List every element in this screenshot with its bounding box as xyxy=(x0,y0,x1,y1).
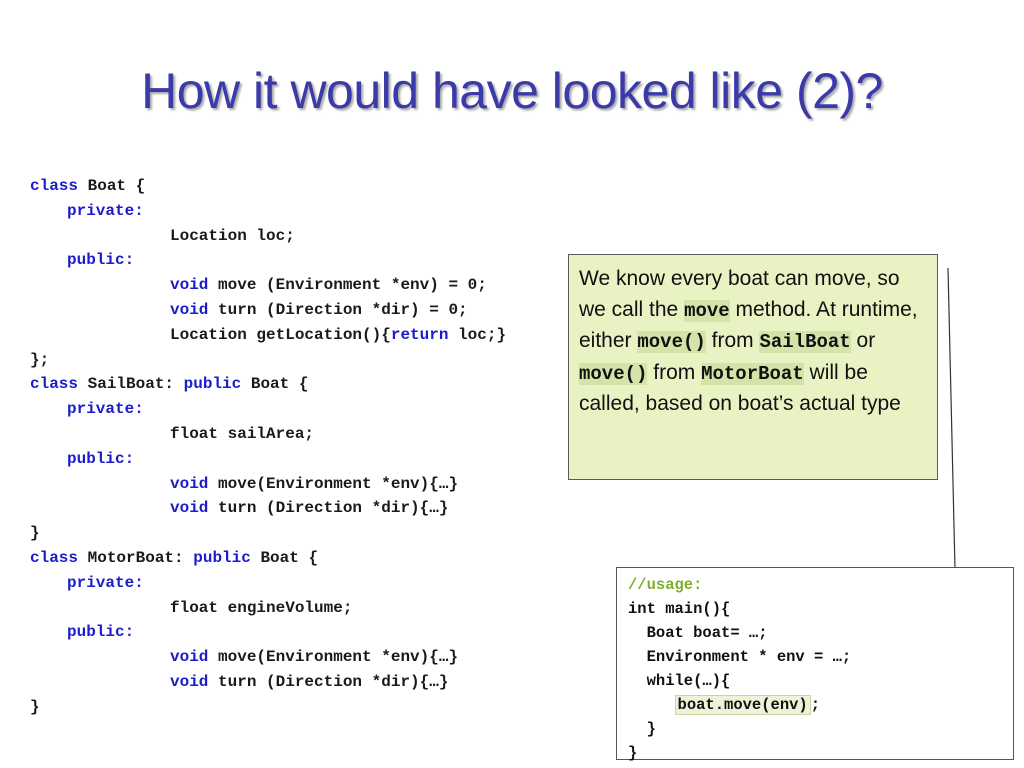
callout-code: move xyxy=(684,299,730,322)
keyword: public xyxy=(193,548,251,567)
code-line: void move(Environment *env){…} xyxy=(30,645,506,670)
code-line: float engineVolume; xyxy=(30,596,506,621)
keyword: public: xyxy=(67,623,135,642)
code-text: Boat { xyxy=(250,548,319,567)
callout-code: SailBoat xyxy=(759,331,851,354)
keyword: private: xyxy=(67,573,144,592)
code-text: Boat { xyxy=(78,177,146,195)
code-text: move(Environment *env){…} xyxy=(208,474,459,493)
usage-line: while(…){ xyxy=(628,672,731,690)
code-line: private: xyxy=(30,571,506,596)
callout-text: from xyxy=(647,360,702,384)
code-text: move(Environment *env){…} xyxy=(208,648,459,667)
code-text: turn (Direction *dir){…} xyxy=(208,499,449,518)
keyword: private: xyxy=(67,201,144,220)
keyword: void xyxy=(170,648,209,667)
keyword: void xyxy=(170,499,209,518)
code-text: Location loc; xyxy=(170,226,295,245)
code-line: void turn (Direction *dir){…} xyxy=(30,670,506,695)
code-line: }; xyxy=(30,348,506,373)
code-text: float sailArea; xyxy=(170,424,315,443)
code-line: } xyxy=(30,521,506,546)
code-text: MotorBoat: xyxy=(78,548,194,567)
code-line: class MotorBoat: public Boat { xyxy=(30,546,506,571)
code-text: } xyxy=(30,697,40,716)
callout-text: or xyxy=(850,329,876,353)
code-line: Location getLocation(){return loc;} xyxy=(30,323,506,348)
keyword: void xyxy=(170,474,209,493)
keyword: public: xyxy=(67,449,135,468)
code-line: float sailArea; xyxy=(30,422,506,447)
code-line: } xyxy=(30,695,506,720)
code-text: float engineVolume; xyxy=(170,598,353,617)
usage-line: int main(){ xyxy=(628,600,731,618)
code-text: }; xyxy=(30,350,50,369)
code-line: class SailBoat: public Boat { xyxy=(30,372,506,397)
usage-comment: //usage: xyxy=(628,576,703,594)
keyword: return xyxy=(390,325,449,344)
code-text: loc;} xyxy=(448,325,507,344)
callout-code: move() xyxy=(579,362,648,385)
callout-text: method. At runtime, either xyxy=(579,297,918,353)
code-text: Boat { xyxy=(241,375,309,394)
callout-code: MotorBoat xyxy=(701,362,804,385)
code-line: private: xyxy=(30,199,506,224)
code-line: void move (Environment *env) = 0; xyxy=(30,273,506,298)
callout-text: from xyxy=(705,329,760,353)
usage-line: } xyxy=(628,744,638,762)
code-text: SailBoat: xyxy=(78,375,184,394)
code-text: move (Environment *env) = 0; xyxy=(208,276,487,295)
callout-code: move() xyxy=(637,331,706,354)
code-text: } xyxy=(30,524,40,543)
keyword: void xyxy=(170,276,209,295)
usage-code-box: //usage: int main(){ Boat boat= …; Envir… xyxy=(616,567,1014,762)
usage-line: Boat boat= …; xyxy=(628,624,768,642)
code-line: public: xyxy=(30,447,506,472)
usage-indent xyxy=(628,696,675,714)
keyword: class xyxy=(30,375,79,394)
keyword: void xyxy=(170,672,209,691)
usage-line: Environment * env = …; xyxy=(628,648,852,666)
keyword: void xyxy=(170,300,209,319)
explanation-callout: We know every boat can move, so we call … xyxy=(568,254,938,480)
usage-line: boat.move(env); xyxy=(628,693,1013,717)
keyword: public: xyxy=(67,251,135,270)
code-text: turn (Direction *dir){…} xyxy=(208,672,449,691)
code-text: turn (Direction *dir) = 0; xyxy=(208,300,468,319)
code-line: Location loc; xyxy=(30,224,506,249)
highlighted-move-call: boat.move(env) xyxy=(674,695,811,715)
code-line: public: xyxy=(30,248,506,273)
code-line: void move(Environment *env){…} xyxy=(30,472,506,497)
keyword: class xyxy=(30,548,79,567)
usage-line: } xyxy=(628,720,656,738)
callout-text: We know every boat can move, so we call … xyxy=(579,267,900,321)
slide-title: How it would have looked like (2)? xyxy=(141,63,883,119)
keyword: class xyxy=(30,177,79,195)
code-line: void turn (Direction *dir) = 0; xyxy=(30,298,506,323)
code-line: class Boat { xyxy=(30,174,506,199)
keyword: public xyxy=(183,375,242,394)
code-listing: class Boat { private: Location loc; publ… xyxy=(30,174,506,720)
code-line: public: xyxy=(30,620,506,645)
code-line: void turn (Direction *dir){…} xyxy=(30,496,506,521)
code-text: Location getLocation(){ xyxy=(170,325,391,344)
usage-text: ; xyxy=(810,696,821,714)
keyword: private: xyxy=(67,400,144,419)
callout-text: will be called, based on boat’s actual t… xyxy=(579,360,901,416)
code-line: private: xyxy=(30,397,506,422)
